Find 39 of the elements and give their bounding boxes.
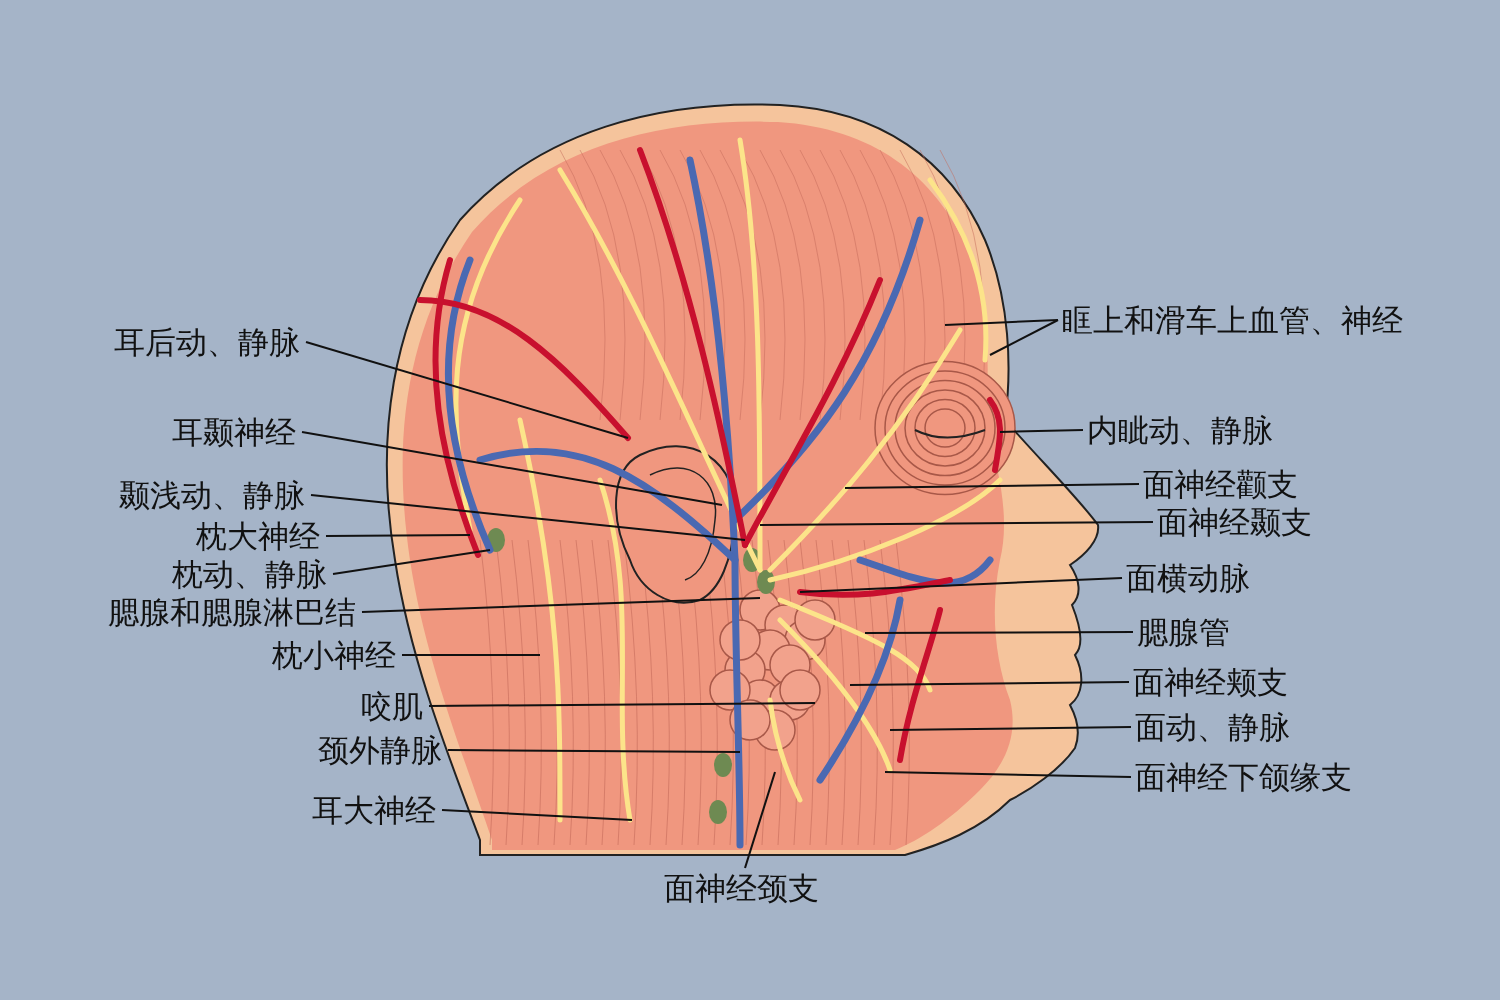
leader-line [864,631,1134,634]
leader-line [999,429,1084,433]
part-label: 耳后动、静脉 [114,324,300,360]
leader-line [310,494,746,541]
part-label: 眶上和滑车上血管、神经 [1062,302,1403,338]
leader-line [305,341,629,439]
part-label: 颞浅动、静脉 [119,477,305,513]
leader-line [884,771,1132,778]
leader-line [332,549,491,575]
part-label: 腮腺管 [1137,614,1230,650]
part-label: 颈外静脉 [318,732,442,768]
part-label: 耳大神经 [312,792,436,828]
part-label: 面横动脉 [1126,560,1250,596]
leader-line [361,597,761,613]
leader-line [844,483,1140,489]
leader-line [989,319,1059,356]
part-label: 枕小神经 [272,637,396,673]
leader-line [944,319,1059,326]
part-label: 面神经下颌缘支 [1135,759,1352,795]
part-label: 面神经颧支 [1143,466,1298,502]
leader-line [759,521,1154,526]
part-label: 内眦动、静脉 [1087,412,1273,448]
part-label: 枕大神经 [196,518,320,554]
part-label: 腮腺和腮腺淋巴结 [108,594,356,630]
leader-line [744,771,776,869]
leader-line [325,534,471,537]
leader-line [447,749,741,753]
part-label: 枕动、静脉 [172,556,327,592]
part-label: 咬肌 [361,688,423,724]
leader-line [441,809,633,821]
leader-line [889,726,1132,731]
part-label: 耳颞神经 [172,414,296,450]
leader-line [799,577,1123,593]
part-label: 面动、静脉 [1135,709,1290,745]
leader-line [301,431,723,506]
part-label: 面神经颞支 [1157,504,1312,540]
leader-line [849,681,1130,686]
part-label: 面神经颊支 [1133,664,1288,700]
part-label: 面神经颈支 [641,870,841,906]
